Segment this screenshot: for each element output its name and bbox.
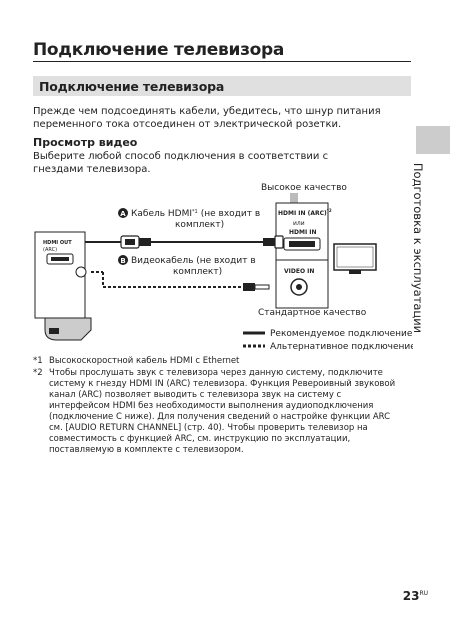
video-cable-line [102,272,243,288]
legend-recommended: Рекомендуемое подключение [270,329,413,339]
cable-a-note: комплект) [175,220,224,230]
svg-text:(ARC): (ARC) [43,247,57,253]
intro-text: Прежде чем подсоединять кабели, убедитес… [33,106,381,130]
tv-hdmi-in-label: HDMI IN [289,229,317,236]
section-title: Подключение телевизора [39,79,225,94]
svg-text:A: A [120,210,126,218]
cable-b-badge [118,255,128,265]
cable-b-note: комплект) [173,267,222,277]
svg-text:B: B [120,257,125,265]
title-rule [33,61,411,62]
connection-diagram: Высокое качество HDMI IN (ARC)*2 или HDM… [34,183,413,352]
tv-hdmi-arc-label: HDMI IN (ARC)*2 [278,208,332,217]
hdmi-plug-right [274,235,284,249]
speaker-unit [44,317,92,341]
high-quality-label: Высокое качество [261,183,347,193]
video-plug [254,284,270,290]
footnote-2: *2 Чтобы прослушать звук с телевизора че… [33,368,396,455]
tv-or-label: или [293,220,305,227]
page-number: 23RU [402,589,428,603]
cable-a-label: Кабель HDMI*1(не входит в [131,209,260,219]
page-title: Подключение телевизора [33,40,285,60]
standard-quality-label: Стандартное качество [258,308,367,318]
svg-text:HDMI OUT: HDMI OUT [43,240,72,246]
cable-b-label: Видеокабель (не входит в [131,256,256,266]
legend-alternative: Альтернативное подключение [270,342,413,352]
section-header: Подключение телевизора [33,76,411,96]
tv-video-in-label: VIDEO IN [284,268,314,275]
side-tab-marker [416,126,450,154]
footnote-1: *1 Высокоскоростной кабель HDMI с Ethern… [33,356,240,366]
side-tab-text: Подготовка к эксплуатации [411,162,425,334]
cable-a-badge [118,208,128,218]
unit-video-jack [75,266,87,278]
sub-text: Выберите любой способ подключения в соот… [33,151,329,175]
subheading: Просмотр видео [33,136,138,149]
